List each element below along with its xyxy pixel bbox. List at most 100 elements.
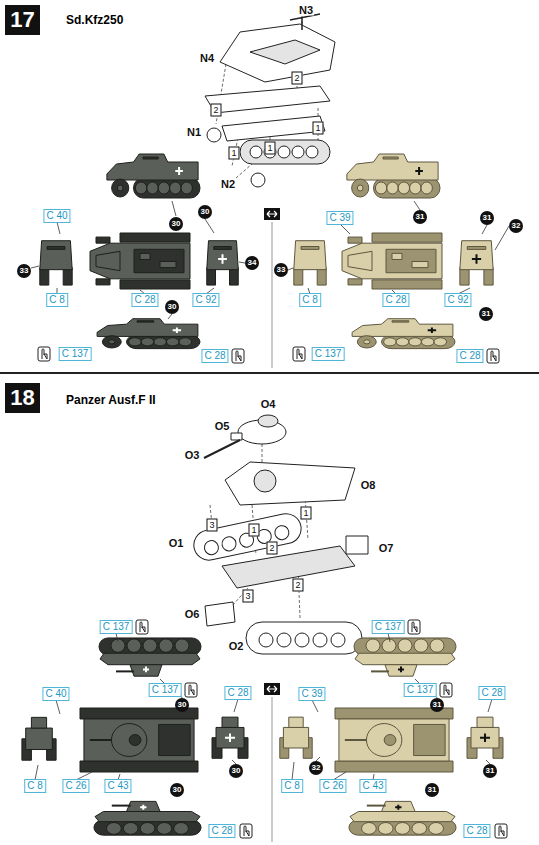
hand-frame (240, 824, 252, 838)
hub (109, 340, 115, 344)
leader-line (292, 762, 294, 780)
assembly-order: 2 (266, 542, 277, 555)
engine-hood (96, 251, 120, 270)
road-wheel (366, 639, 380, 652)
gun (345, 739, 367, 741)
road-wheel (181, 182, 192, 194)
road-wheel (398, 182, 409, 194)
turret (222, 717, 238, 727)
hand-frame (232, 349, 244, 363)
hull (352, 319, 453, 337)
decal-number: 31 (413, 210, 427, 224)
front-wheel (96, 237, 110, 243)
vision-slit (392, 321, 409, 322)
hull (107, 154, 198, 180)
track (207, 268, 216, 285)
front-wheel (357, 336, 376, 348)
track (372, 280, 442, 289)
halftrack-end-view (294, 241, 326, 285)
road-wheel (434, 338, 447, 346)
mirror-icon (264, 208, 280, 220)
hand-shape (499, 826, 504, 836)
road-wheel (306, 146, 318, 158)
hull (207, 241, 239, 270)
turret (385, 665, 417, 676)
mirror-icon (264, 683, 280, 695)
tank-end-view (467, 717, 503, 758)
tank-end-view (212, 717, 248, 758)
leader-line (414, 201, 420, 210)
track (40, 268, 49, 285)
assembly-order: 3 (242, 590, 253, 603)
balkenkreuz (415, 167, 423, 175)
track-run (246, 622, 362, 654)
road-wheel (412, 822, 427, 834)
road-wheel (203, 539, 220, 556)
hand-shape (42, 349, 47, 359)
balkenkreuz (398, 667, 404, 673)
step-number: 18 (10, 387, 34, 409)
road-wheel (421, 182, 432, 194)
leader-line (205, 219, 214, 233)
hand-shape (140, 622, 145, 632)
hull (342, 243, 442, 279)
gun (367, 805, 386, 807)
color-callout: C 137 (59, 347, 92, 361)
color-callout: C 43 (359, 779, 386, 793)
front-wheel (112, 179, 129, 197)
decal-number: 33 (274, 263, 288, 277)
hull (90, 243, 190, 279)
decal-number: 33 (17, 264, 31, 278)
track (120, 280, 190, 289)
leader-line (31, 266, 39, 268)
road-wheel (157, 822, 172, 834)
road-wheel (274, 524, 291, 541)
hand-icon (495, 824, 507, 838)
front-wheel (348, 279, 362, 285)
hub (117, 185, 123, 191)
gun (371, 670, 389, 672)
color-callout: C 137 (404, 683, 437, 697)
assembly-order: 1 (312, 122, 323, 135)
decal-number: 31 (479, 307, 493, 321)
part-number: O2 (228, 641, 245, 652)
color-callout: C 40 (42, 687, 69, 701)
hull (339, 719, 449, 761)
road-wheel (127, 639, 141, 652)
leader-line (56, 700, 60, 714)
color-callout: C 8 (281, 779, 303, 793)
engine-deck (414, 724, 445, 755)
step-number-box: 17 (5, 5, 40, 35)
front-plate (205, 602, 235, 626)
track (374, 178, 441, 198)
track (335, 761, 453, 772)
front-wheel (207, 128, 221, 142)
road-wheel (375, 182, 386, 194)
assembly-order: 2 (210, 104, 221, 117)
sdkfz250-parts (205, 14, 335, 187)
assembly-arrow (236, 164, 252, 178)
road-wheel (331, 633, 345, 647)
part-number: O4 (260, 399, 277, 410)
balkenkreuz (472, 254, 481, 264)
hand-icon (240, 824, 252, 838)
halftrack-end-view (207, 241, 239, 285)
hand-shape (297, 349, 302, 359)
front-wheel (102, 336, 121, 348)
leader-line (482, 225, 487, 234)
road-wheel (414, 639, 428, 652)
leader-line (488, 699, 492, 712)
mirror-arrows (267, 686, 277, 692)
part-number: N1 (186, 127, 202, 138)
color-callout: C 92 (444, 293, 471, 307)
decal-number: 30 (165, 300, 179, 314)
hand-frame (136, 620, 148, 634)
road-wheel (123, 822, 138, 834)
front-wheel (348, 237, 362, 243)
road-wheel (179, 338, 192, 346)
hub (357, 185, 363, 191)
road-wheel (158, 182, 169, 194)
decal-number: 31 (480, 211, 494, 225)
tank-end-view (280, 717, 312, 758)
leader-line (495, 226, 509, 250)
